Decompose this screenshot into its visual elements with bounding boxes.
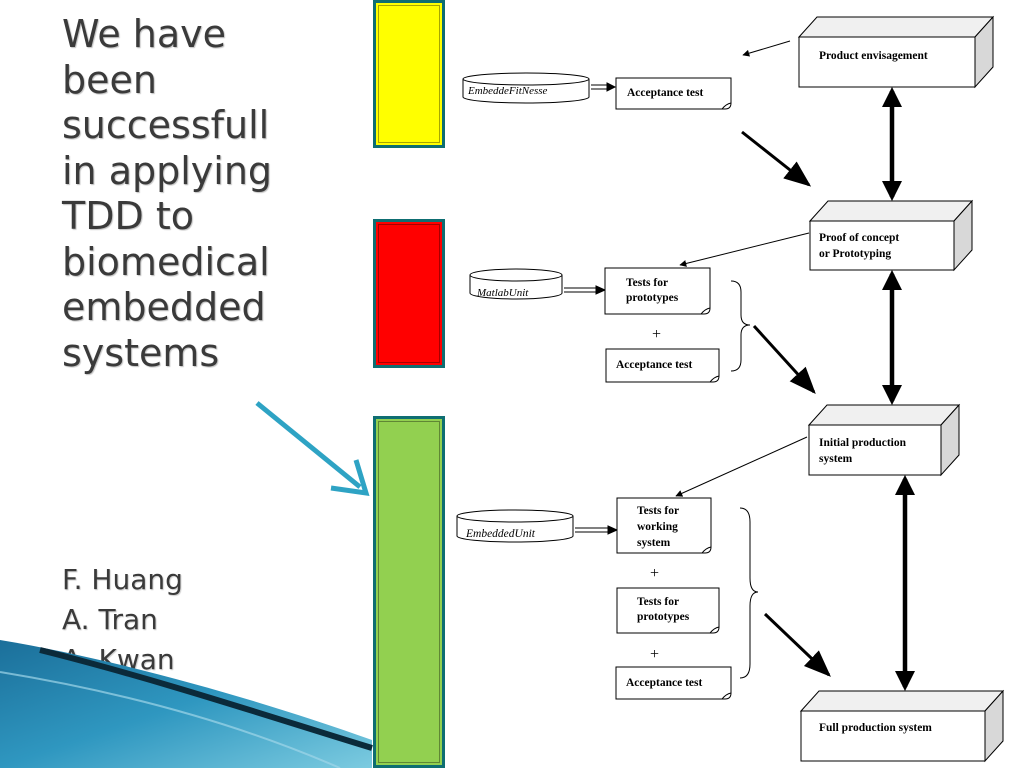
stage-initial-production: Initial production system xyxy=(807,403,961,477)
test-label: working xyxy=(637,521,678,533)
tests-for-prototypes-box: Tests for prototypes xyxy=(604,267,711,315)
yellow-bar xyxy=(373,0,445,148)
tool-matlabunit: MatlabUnit xyxy=(469,268,563,300)
tests-for-prototypes-box: Tests for prototypes xyxy=(616,587,720,634)
author-name: A. Tran xyxy=(62,603,158,636)
title-line: TDD to xyxy=(62,194,194,238)
stage-label: Proof of concept xyxy=(819,232,899,244)
tool-embeddedunit: EmbeddedUnit xyxy=(456,509,574,543)
feedback-arrows xyxy=(675,40,810,497)
title-line: successfull xyxy=(62,103,270,147)
test-label: Tests for xyxy=(626,277,668,289)
author-name: F. Huang xyxy=(62,563,183,596)
stage-label: Full production system xyxy=(819,722,932,734)
tool-to-test-arrows xyxy=(564,82,619,535)
pointer-arrow xyxy=(255,401,370,497)
test-label: Acceptance test xyxy=(616,359,692,371)
stage-connectors xyxy=(881,86,916,692)
acceptance-test-box: Acceptance test xyxy=(615,666,732,700)
red-bar xyxy=(373,219,445,368)
stage-full-production: Full production system xyxy=(799,689,1005,763)
title-line: in applying xyxy=(62,148,273,193)
test-label: Tests for xyxy=(637,596,679,608)
plus-sign: + xyxy=(650,646,659,663)
test-label: prototypes xyxy=(626,292,679,304)
green-bar xyxy=(373,416,445,768)
acceptance-test-box: Acceptance test xyxy=(615,77,732,110)
test-label: Acceptance test xyxy=(626,677,702,689)
title-line: been xyxy=(62,57,157,102)
test-label: Acceptance test xyxy=(627,87,703,99)
tool-label: EmbeddeFitNesse xyxy=(467,85,548,97)
test-label: prototypes xyxy=(637,611,690,623)
tests-for-working-system-box: Tests for working system xyxy=(616,497,712,554)
tool-label: MatlabUnit xyxy=(476,287,529,299)
test-label: system xyxy=(637,537,671,549)
corner-swoosh xyxy=(0,640,373,768)
plus-sign: + xyxy=(652,326,661,343)
title-line: We have xyxy=(62,12,227,56)
acceptance-test-box: Acceptance test xyxy=(605,348,720,383)
stage-label: system xyxy=(819,453,853,465)
test-label: Tests for xyxy=(637,505,679,517)
stage-product-envisagement: Product envisagement xyxy=(797,15,995,89)
tool-label: EmbeddedUnit xyxy=(465,528,536,540)
title-line: systems xyxy=(62,330,220,375)
stage-label: Product envisagement xyxy=(819,50,928,62)
title-line: embedded xyxy=(62,285,266,329)
progress-arrows xyxy=(741,130,831,677)
stage-proof-of-concept: Proof of concept or Prototyping xyxy=(808,199,974,272)
stage-label: or Prototyping xyxy=(819,248,891,260)
tool-embeddefitnesse: EmbeddeFitNesse xyxy=(462,72,590,104)
plus-sign: + xyxy=(650,565,659,582)
stage-label: Initial production xyxy=(819,437,907,449)
slide-title: We have been successfull in applying TDD… xyxy=(62,12,362,376)
title-line: biomedical xyxy=(62,239,270,284)
curly-brace xyxy=(730,280,759,679)
